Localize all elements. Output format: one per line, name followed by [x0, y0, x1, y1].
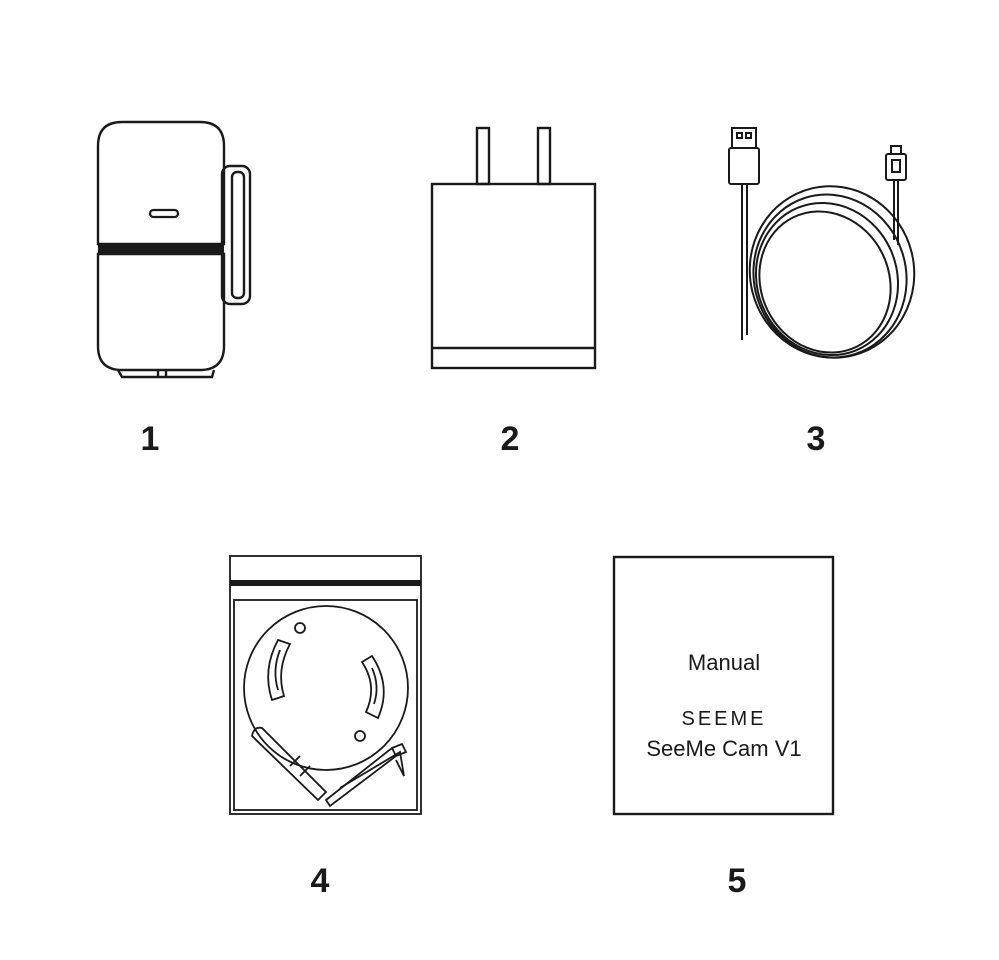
item-number: 4: [310, 862, 330, 900]
item-number: 3: [806, 420, 826, 458]
item-number: 2: [500, 420, 520, 458]
manual-title: Manual: [687, 650, 761, 675]
brand-logo: SEEME: [681, 708, 767, 730]
item-number: 5: [727, 862, 747, 900]
item-number: 1: [140, 420, 160, 458]
manual-product-name: SeeMe Cam V1: [646, 736, 802, 761]
